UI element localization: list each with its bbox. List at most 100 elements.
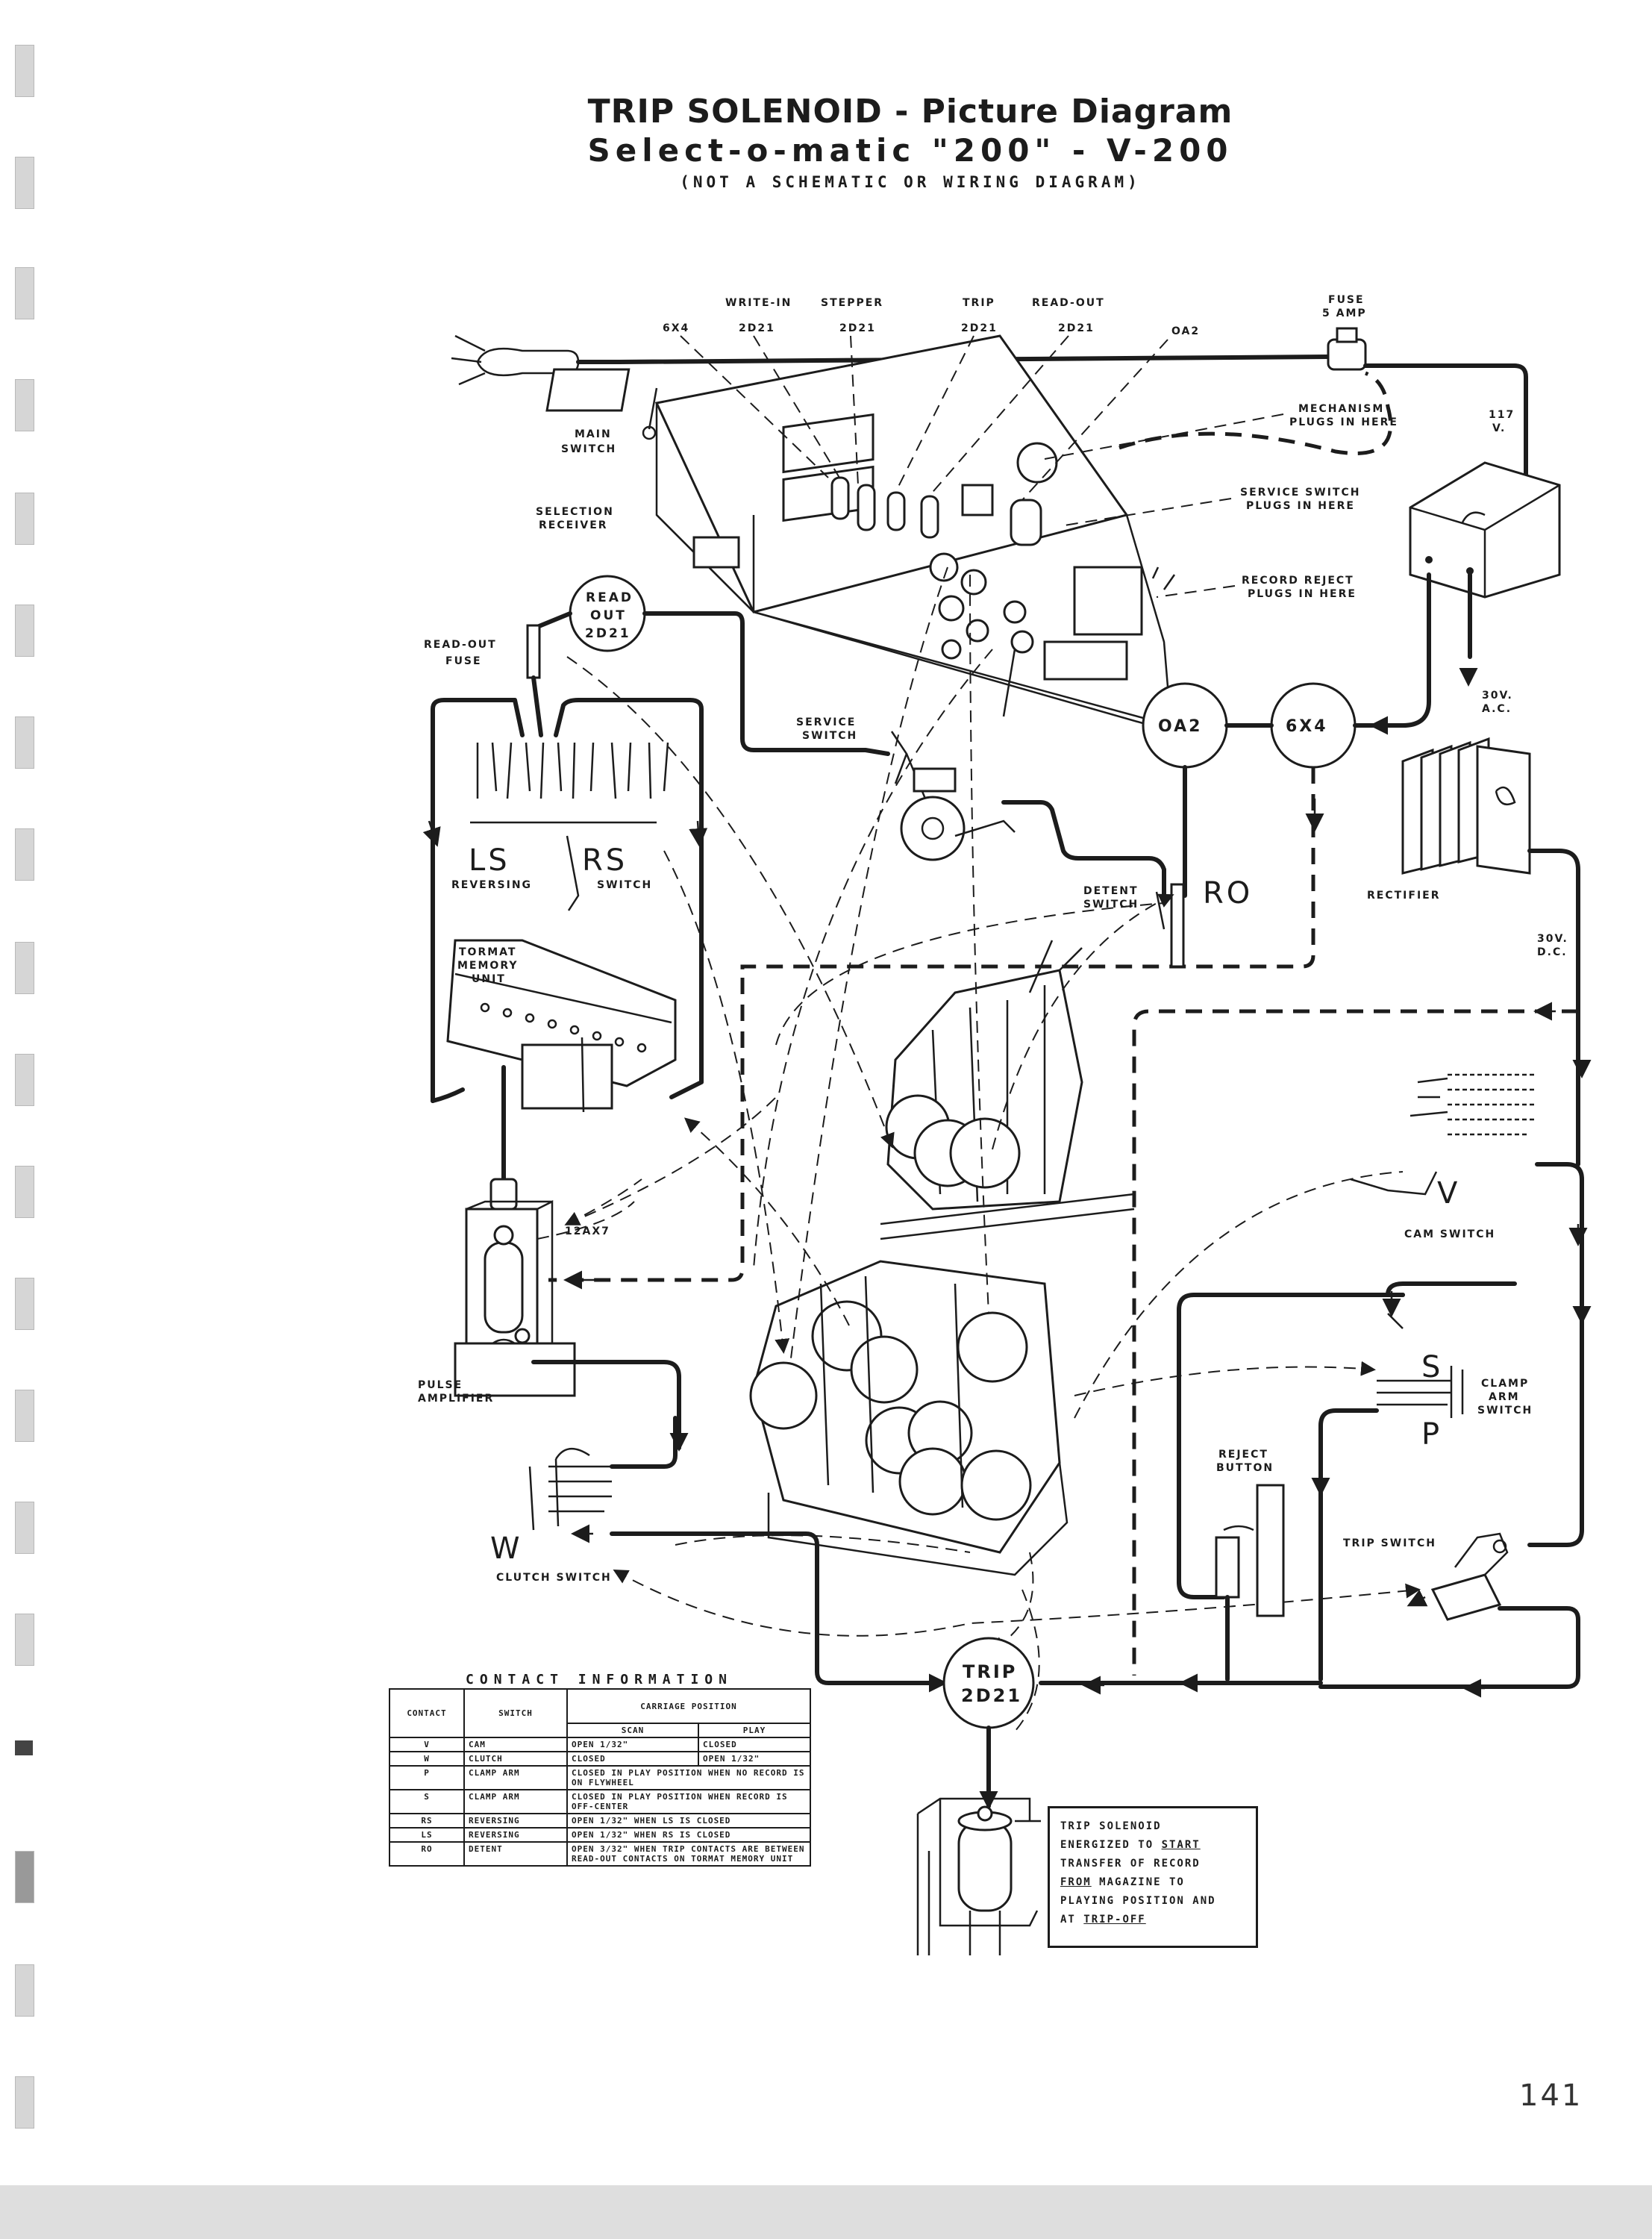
note-line-5a: AT <box>1060 1914 1084 1926</box>
write-in-label-1: WRITE-IN <box>725 297 792 309</box>
note-line-3: FROM MAGAZINE TO <box>1060 1873 1245 1892</box>
cell-contact: W <box>389 1751 465 1767</box>
cell-play: OPEN 1/32" <box>698 1751 811 1767</box>
note-line-1: ENERGIZED TO START <box>1060 1836 1245 1855</box>
binder-hole <box>15 828 34 881</box>
volt-117-label-2: V. <box>1492 422 1506 434</box>
rectifier-icon <box>1401 737 1531 875</box>
note-line-3b: MAGAZINE TO <box>1091 1876 1185 1888</box>
cell-switch: CLUTCH <box>463 1751 568 1767</box>
clutch-switch-icon <box>528 1448 612 1531</box>
binder-hole <box>15 605 34 657</box>
wire-cam-switch-right-bus <box>1527 1162 1584 1547</box>
note-line-4: PLAYING POSITION AND <box>1060 1895 1216 1907</box>
wire-clutch-switch-to-trip <box>610 1531 954 1685</box>
cell-play: CLOSED <box>698 1737 811 1752</box>
clamp-arm-label-2: ARM <box>1489 1391 1520 1403</box>
read-out-circle-label-3: 2D21 <box>585 626 631 641</box>
detent-switch-label-1: DETENT <box>1083 885 1139 897</box>
binder-hole <box>15 942 34 994</box>
volt-30dc-label-1: 30V. <box>1537 933 1568 945</box>
trip-switch-label: TRIP SWITCH <box>1343 1537 1436 1549</box>
title-block: TRIP SOLENOID - Picture Diagram Select-o… <box>537 93 1283 191</box>
tormat-label-2: MEMORY <box>457 960 518 972</box>
clamp-arm-switch-icon <box>1377 1366 1464 1418</box>
page-number: 141 <box>1519 2079 1583 2113</box>
cell-contact: RS <box>389 1813 465 1829</box>
table-row: RO DETENT OPEN 3/32" WHEN TRIP CONTACTS … <box>389 1841 811 1867</box>
binder-hole <box>15 1851 34 1903</box>
cell-note: OPEN 1/32" WHEN RS IS CLOSED <box>566 1827 811 1843</box>
fuse-label-2: 5 AMP <box>1322 307 1367 319</box>
mechanism-lower-illustration <box>749 1260 1069 1576</box>
read-out-fuse-label-2: FUSE <box>445 655 482 667</box>
reversing-label: REVERSING <box>451 879 532 891</box>
header-play: PLAY <box>698 1723 811 1738</box>
read-out-fuse-label-1: READ-OUT <box>424 639 497 651</box>
contact-info-table: CONTACT SWITCH CARRIAGE POSITION SCAN PL… <box>389 1688 811 1867</box>
s-label: S <box>1421 1350 1443 1384</box>
wire-tormat-left-loop <box>431 698 525 1103</box>
rectifier-label: RECTIFIER <box>1367 890 1441 902</box>
note-line-5b: TRIP-OFF <box>1083 1914 1146 1926</box>
6x4-circle-label: 6X4 <box>1286 717 1328 736</box>
tormat-label-1: TORMAT <box>459 946 516 958</box>
cell-note: CLOSED IN PLAY POSITION WHEN RECORD IS O… <box>566 1789 811 1814</box>
note-line-5: AT TRIP-OFF <box>1060 1911 1245 1929</box>
trip-solenoid-illustration <box>916 1797 1041 1955</box>
wire-read-out-to-service-switch <box>642 611 890 756</box>
table-row: V CAM OPEN 1/32" CLOSED <box>389 1737 811 1752</box>
detent-switch-icon <box>1155 883 1185 968</box>
wire-clamp-arm-loop <box>1177 1293 1405 1599</box>
wire-dc-dashed-return <box>1132 1009 1578 1676</box>
trip-solenoid-note: TRIP SOLENOID ENERGIZED TO START TRANSFE… <box>1048 1806 1258 1948</box>
pulse-amplifier-label-1: PULSE <box>418 1379 463 1391</box>
transformer-icon <box>1409 461 1561 599</box>
pulse-amplifier-label-2: AMPLIFIER <box>418 1393 494 1405</box>
reject-button-label-2: BUTTON <box>1216 1462 1274 1474</box>
binder-hole <box>15 1502 34 1554</box>
wire-amp-to-clutch-switch <box>531 1360 681 1450</box>
clutch-switch-label: CLUTCH SWITCH <box>496 1572 612 1584</box>
binder-hole <box>15 267 34 319</box>
note-line-2: TRANSFER OF RECORD <box>1060 1858 1201 1870</box>
binder-hole <box>15 157 34 209</box>
cell-note: CLOSED IN PLAY POSITION WHEN NO RECORD I… <box>566 1765 811 1790</box>
reject-button-icon <box>1215 1484 1285 1617</box>
selection-receiver-label-2: RECEIVER <box>539 519 608 531</box>
binder-hole <box>15 1614 34 1666</box>
note-heading: TRIP SOLENOID <box>1060 1820 1162 1832</box>
volt-30ac-label-1: 30V. <box>1482 690 1513 702</box>
table-row: P CLAMP ARM CLOSED IN PLAY POSITION WHEN… <box>389 1765 811 1790</box>
binder-hole <box>15 1166 34 1218</box>
read-out-fuse-icon <box>526 624 541 679</box>
cell-switch: REVERSING <box>463 1813 568 1829</box>
cell-contact: LS <box>389 1827 465 1843</box>
cell-scan: CLOSED <box>566 1751 699 1767</box>
header-scan: SCAN <box>566 1723 699 1738</box>
binder-hole <box>15 1740 33 1755</box>
binder-hole <box>15 379 34 431</box>
12ax7-label: 12AX7 <box>565 1225 610 1237</box>
binder-hole <box>15 1054 34 1106</box>
cell-switch: DETENT <box>463 1841 568 1867</box>
cell-contact: P <box>389 1765 465 1790</box>
service-plugs-label-2: PLUGS IN HERE <box>1246 500 1355 512</box>
trip-switch-icon <box>1407 1532 1509 1621</box>
cell-switch: REVERSING <box>463 1827 568 1843</box>
main-switch-label-1: MAIN <box>575 428 612 440</box>
wire-6x4-to-transformer <box>1353 572 1431 728</box>
oa2-circle-label: OA2 <box>1158 717 1202 736</box>
mechanism-plugs-label-2: PLUGS IN HERE <box>1289 416 1398 428</box>
header-carriage-position: CARRIAGE POSITION <box>566 1688 811 1724</box>
amplifier-chassis-illustration <box>654 334 1195 733</box>
page-subtitle: Select-o-matic "200" - V-200 <box>587 132 1233 169</box>
table-row: RS REVERSING OPEN 1/32" WHEN LS IS CLOSE… <box>389 1813 811 1829</box>
reversing-switch-contacts-icon <box>470 742 669 911</box>
binder-hole <box>15 45 34 97</box>
tube-6x4-label: 6X4 <box>663 322 689 334</box>
stepper-label-1: STEPPER <box>821 297 883 309</box>
binder-hole <box>15 1278 34 1330</box>
wire-6x4-dashed-to-mechanism <box>740 767 1315 978</box>
